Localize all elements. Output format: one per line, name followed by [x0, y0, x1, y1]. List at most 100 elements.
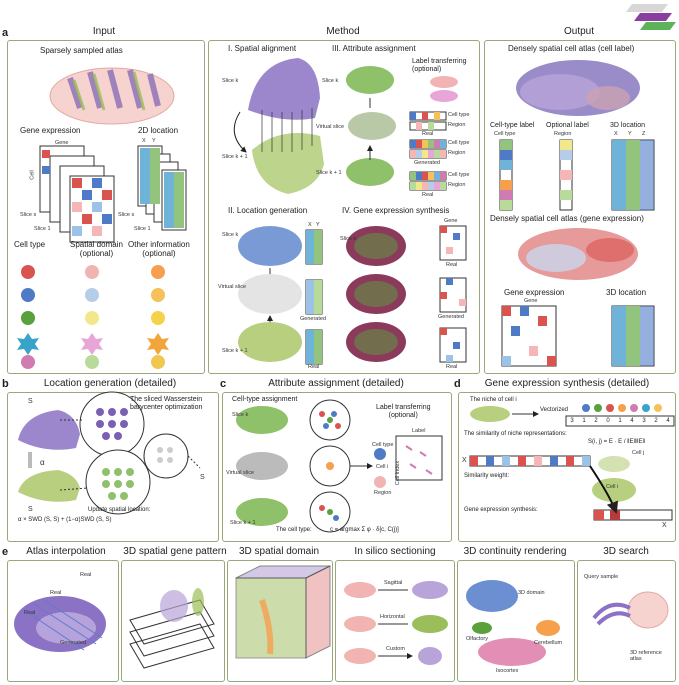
d-xj: X: [662, 522, 667, 529]
slice-k1-label: Slice k + 1: [222, 154, 248, 160]
c-slice-k: Slice k: [232, 412, 249, 418]
e-title-2: 3D spatial domain: [238, 546, 320, 557]
c-cell-i: Cell i: [376, 464, 389, 470]
label-transferring-label: Label transferring (optional): [412, 58, 467, 73]
e-value: 3: [570, 418, 574, 424]
out-region: Region: [554, 131, 572, 137]
locgen-slice-k1: Slice k + 1: [222, 348, 248, 354]
niche-label: The niche of cell i: [470, 397, 517, 403]
e-cerebellum: Cerebellum: [534, 640, 563, 646]
d-cell-i: Cell i: [606, 484, 619, 490]
c-region: Region: [374, 490, 392, 496]
barycenter-label: The sliced Wasserstein barycenter optimi…: [130, 396, 203, 411]
panel-c-title: Attribute assignment (detailed): [268, 378, 404, 389]
method-header: Method: [326, 26, 360, 37]
attribute-assignment-label: III. Attribute assignment: [332, 44, 416, 53]
s-k-label: S: [28, 398, 33, 405]
locgen-generated: Generated: [300, 316, 326, 322]
e-value: 4: [666, 418, 670, 424]
e-title-0: Atlas interpolation: [26, 546, 106, 557]
input-header: Input: [92, 26, 116, 37]
attr-cell-type-1: Cell type: [448, 112, 470, 118]
out-y: Y: [628, 131, 632, 137]
gene-expression-label: Gene expression: [20, 126, 81, 135]
e-sagittal: Sagittal: [384, 580, 403, 586]
d-cell-j: Cell j: [632, 450, 645, 456]
slice-s-label: Slice s: [20, 212, 37, 218]
cell-type-label-out: Cell-type label: [490, 122, 535, 129]
locgen-slice-k: Slice k: [222, 232, 239, 238]
e-real-1: Real: [80, 572, 92, 578]
out-z: Z: [642, 131, 646, 137]
out-x: X: [614, 131, 618, 137]
formula-b: α × SWD (S, S) + (1−α)SWD (S, S): [18, 517, 112, 523]
attr-region-1: Region: [448, 122, 466, 128]
similarity-text: The similarity of niche representations:: [464, 431, 567, 437]
output-header: Output: [563, 26, 595, 37]
panel-d-title: Gene expression synthesis (detailed): [484, 378, 650, 389]
panel-b-title: Location generation (detailed): [43, 378, 177, 389]
c-formula: c = argmax Σ φ · δ[c, C(j)]: [330, 527, 399, 533]
other-info-label: Other information (optional): [128, 240, 190, 258]
out-location-3d-2: 3D location: [606, 288, 647, 297]
e-title-3: In silico sectioning: [354, 546, 436, 557]
e-value: 0: [606, 418, 610, 424]
e-vector: 3 1 2 0 1 4 3 2 4: [566, 416, 674, 426]
panel-d-letter: d: [454, 378, 461, 390]
slice-k-label: Slice k: [222, 78, 239, 84]
gene-synth-real-2: Real: [446, 364, 458, 370]
slice-1-label: Slice 1: [34, 226, 51, 232]
location-generation-label: II. Location generation: [228, 206, 308, 215]
out-gene: Gene: [524, 298, 538, 304]
attr-region-2: Region: [448, 150, 466, 156]
e-real-2: Real: [50, 590, 62, 596]
panel-a-letter: a: [2, 27, 9, 39]
atlas-title: Sparsely sampled atlas: [40, 46, 123, 55]
dense-cell-label-title: Densely spatial cell atlas (cell label): [508, 44, 635, 53]
e-value: 1: [582, 418, 586, 424]
cell-type-assignment-label: Cell-type assignment: [232, 396, 298, 403]
gene-label: Gene: [55, 140, 69, 146]
panel-b-letter: b: [2, 378, 9, 390]
e-value: 2: [594, 418, 598, 424]
s-k1-label: S: [28, 506, 33, 513]
location-3d-out: 3D location: [610, 122, 646, 129]
attr-generated: Generated: [414, 160, 440, 166]
s-vir-label: S: [200, 474, 205, 481]
x-label: X: [142, 138, 146, 144]
c-virtual-slice: Virtual slice: [226, 470, 255, 476]
e-value: 1: [618, 418, 622, 424]
e-value: 4: [630, 418, 634, 424]
e-real-3: Real: [24, 610, 36, 616]
out-gene-expression: Gene expression: [504, 288, 565, 297]
e-domain-3d: 3D domain: [518, 590, 545, 596]
locgen-y: Y: [316, 222, 320, 228]
e-title-1: 3D spatial gene pattern: [123, 546, 227, 557]
c-label-transferring: Label transferring (optional): [376, 404, 431, 419]
attr-real-2: Real: [422, 192, 434, 198]
update-label: Update spatial location:: [88, 507, 151, 513]
gene-synth-generated: Generated: [438, 314, 464, 320]
e-value: 2: [654, 418, 658, 424]
gene-synth-label: Gene expression synthesis:: [464, 507, 538, 513]
spatial-alignment-label: I. Spatial alignment: [228, 44, 297, 53]
out-cell-type: Cell type: [494, 131, 516, 137]
y-label: Y: [152, 138, 156, 144]
e-title-5: 3D search: [603, 546, 649, 557]
e-horizontal: Horizontal: [380, 614, 405, 620]
e-title-4: 3D continuity rendering: [463, 546, 567, 557]
cell-type-label: Cell type: [14, 240, 46, 249]
locgen-x: X: [308, 222, 312, 228]
d-xi: X: [462, 457, 467, 464]
attr-cell-type-3: Cell type: [448, 172, 470, 178]
